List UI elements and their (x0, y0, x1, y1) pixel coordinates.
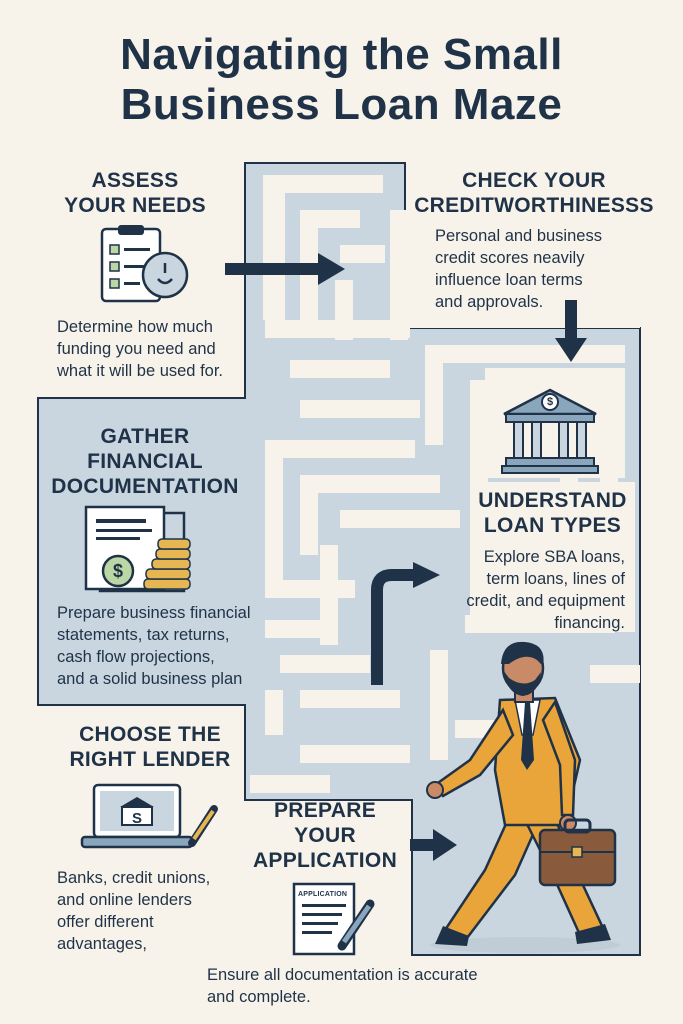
shadow (430, 937, 620, 953)
application-heading-line-3: APPLICATION (252, 849, 398, 872)
gather-heading-line-1: GATHER (100, 425, 190, 448)
gather-heading-line-2: FINANCIAL (87, 450, 203, 473)
arrow-right-2 (410, 829, 457, 861)
application-form-label: APPLICATION (298, 891, 348, 898)
gather-body-line-3: cash flow projections, (57, 648, 215, 666)
bank-icon (501, 388, 599, 474)
credit-heading-line-1: CHECK YOUR (462, 169, 606, 192)
lender-body-line-1: Banks, credit unions, (57, 869, 211, 887)
loan-types-heading-line-1: UNDERSTAND (478, 489, 627, 512)
title-line-1: Navigating the Small (120, 30, 563, 79)
assess-heading-line-1: ASSESS (91, 169, 179, 192)
lender-heading-line-2: RIGHT LENDER (69, 748, 231, 771)
application-body-line-1: Ensure all documentation is accurate (207, 966, 478, 984)
lender-body-line-2: and online lenders (57, 891, 192, 909)
laptop-bank-icon (80, 783, 218, 849)
businessman-illustration (426, 641, 620, 953)
credit-body: Personal and business credit scores neav… (435, 225, 635, 313)
lender-heading: CHOOSE THE RIGHT LENDER (55, 722, 245, 772)
lender-body-line-4: advantages, (57, 935, 147, 953)
loan-types-body-line-4: financing. (554, 614, 625, 632)
application-heading-line-1: PREPARE (273, 799, 377, 822)
documents-coins-icon (84, 505, 191, 593)
assess-body-line-3: what it will be used for. (57, 362, 223, 380)
loan-types-heading: UNDERSTAND LOAN TYPES (470, 488, 635, 538)
loan-types-panel (470, 482, 635, 632)
credit-body-line-4: and approvals. (435, 293, 544, 311)
assess-body: Determine how much funding you need and … (57, 316, 257, 382)
loan-types-heading-line-2: LOAN TYPES (483, 514, 622, 537)
laptop-symbol: S (131, 810, 142, 827)
credit-heading: CHECK YOUR CREDITWORTHINESSS (414, 168, 654, 218)
clipboard-checklist-icon (100, 225, 189, 303)
application-heading: PREPARE YOUR APPLICATION (240, 798, 410, 873)
application-body-line-2: and complete. (207, 988, 311, 1006)
loan-types-body-line-2: term loans, lines of (486, 570, 625, 588)
lender-body-line-3: offer different (57, 913, 154, 931)
credit-body-line-2: credit scores neavily (435, 249, 585, 267)
gather-body-line-2: statements, tax returns, (57, 626, 230, 644)
assess-heading-line-2: YOUR NEEDS (64, 194, 206, 217)
assess-body-line-2: funding you need and (57, 340, 216, 358)
page-title: Navigating the Small Business Loan Maze (0, 30, 683, 130)
gather-body-line-4: and a solid business plan (57, 670, 243, 688)
application-body: Ensure all documentation is accurate and… (207, 964, 527, 1008)
credit-body-line-3: influence loan terms (435, 271, 583, 289)
application-heading-line-2: YOUR (294, 824, 356, 847)
arrow-right-1 (225, 253, 345, 285)
bank-dollar-symbol: $ (546, 396, 554, 408)
assess-body-line-1: Determine how much (57, 318, 213, 336)
loan-types-body: Explore SBA loans, term loans, lines of … (430, 546, 625, 634)
gather-body: Prepare business financial statements, t… (57, 602, 267, 690)
assess-heading: ASSESS YOUR NEEDS (40, 168, 230, 218)
money-dollar-symbol: $ (112, 561, 123, 581)
title-line-2: Business Loan Maze (120, 80, 563, 129)
loan-types-body-line-3: credit, and equipment (466, 592, 625, 610)
arrow-up-right (371, 562, 440, 685)
credit-body-line-1: Personal and business (435, 227, 602, 245)
loan-types-body-line-1: Explore SBA loans, (483, 548, 625, 566)
arrow-down-1 (555, 300, 587, 362)
gather-heading: GATHER FINANCIAL DOCUMENTATION (40, 424, 250, 499)
lender-heading-line-1: CHOOSE THE (79, 723, 221, 746)
gather-body-line-1: Prepare business financial (57, 604, 251, 622)
gather-heading-line-3: DOCUMENTATION (51, 475, 239, 498)
credit-heading-line-2: CREDITWORTHINESSS (414, 194, 654, 217)
lender-body: Banks, credit unions, and online lenders… (57, 867, 237, 955)
application-form-icon (292, 882, 375, 956)
